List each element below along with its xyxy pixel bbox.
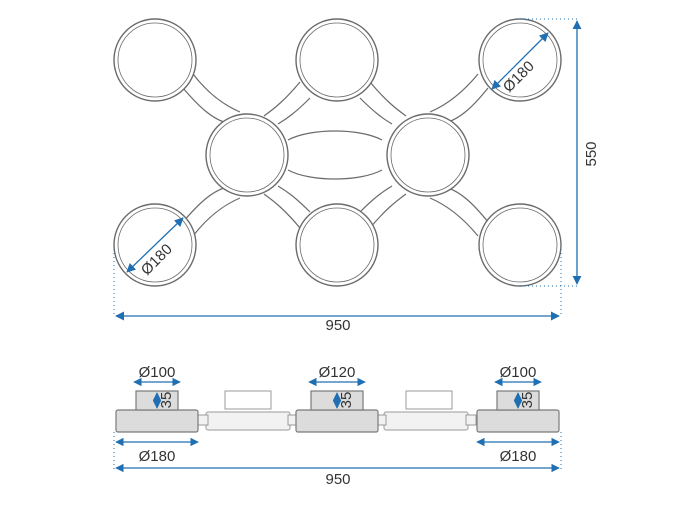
height-center: 35 bbox=[338, 392, 355, 409]
joint-1 bbox=[197, 414, 209, 426]
ring-top-right bbox=[478, 18, 562, 102]
height-right: 35 bbox=[519, 392, 536, 409]
bottom-diameter-right: Ø180 bbox=[500, 448, 537, 465]
top-diameter-center: Ø120 bbox=[319, 364, 356, 381]
cap-left bbox=[224, 390, 272, 410]
joint-4 bbox=[465, 414, 477, 426]
bottom-diameter-dimensions: Ø180 Ø180 bbox=[115, 437, 560, 465]
top-view: Ø180 Ø180 550 950 bbox=[113, 18, 600, 334]
top-diameter-dimensions: Ø100 Ø120 Ø100 bbox=[133, 364, 542, 387]
ring-middle-right bbox=[386, 113, 470, 197]
width-label: 950 bbox=[325, 317, 350, 334]
height-left: 35 bbox=[158, 392, 175, 409]
ring-middle-left bbox=[205, 113, 289, 197]
base-left bbox=[115, 409, 199, 433]
side-connectors bbox=[197, 390, 477, 431]
connector-bar-left bbox=[205, 411, 291, 431]
height-label: 550 bbox=[583, 141, 600, 166]
base-center bbox=[295, 409, 379, 433]
top-diameter-left: Ø100 bbox=[139, 364, 176, 381]
bottom-diameter-left: Ø180 bbox=[139, 448, 176, 465]
ring-top-center bbox=[295, 18, 379, 102]
cap-right bbox=[405, 390, 453, 410]
height-dimension: 550 bbox=[572, 20, 600, 285]
base-right bbox=[476, 409, 560, 433]
ring-bottom-center bbox=[295, 203, 379, 287]
ring-top-left bbox=[113, 18, 197, 102]
top-diameter-right: Ø100 bbox=[500, 364, 537, 381]
width-dimension: 950 bbox=[115, 311, 560, 334]
ring-bottom-right bbox=[478, 203, 562, 287]
side-view: Ø100 Ø120 Ø100 35 35 35 Ø180 Ø180 bbox=[113, 364, 562, 488]
height-dimensions: 35 35 35 bbox=[152, 392, 536, 409]
connector-arms bbox=[182, 73, 489, 237]
ring-lamps bbox=[113, 18, 562, 287]
side-total-width-label: 950 bbox=[325, 471, 350, 488]
side-total-width: 950 bbox=[113, 432, 562, 488]
connector-bar-right bbox=[383, 411, 469, 431]
